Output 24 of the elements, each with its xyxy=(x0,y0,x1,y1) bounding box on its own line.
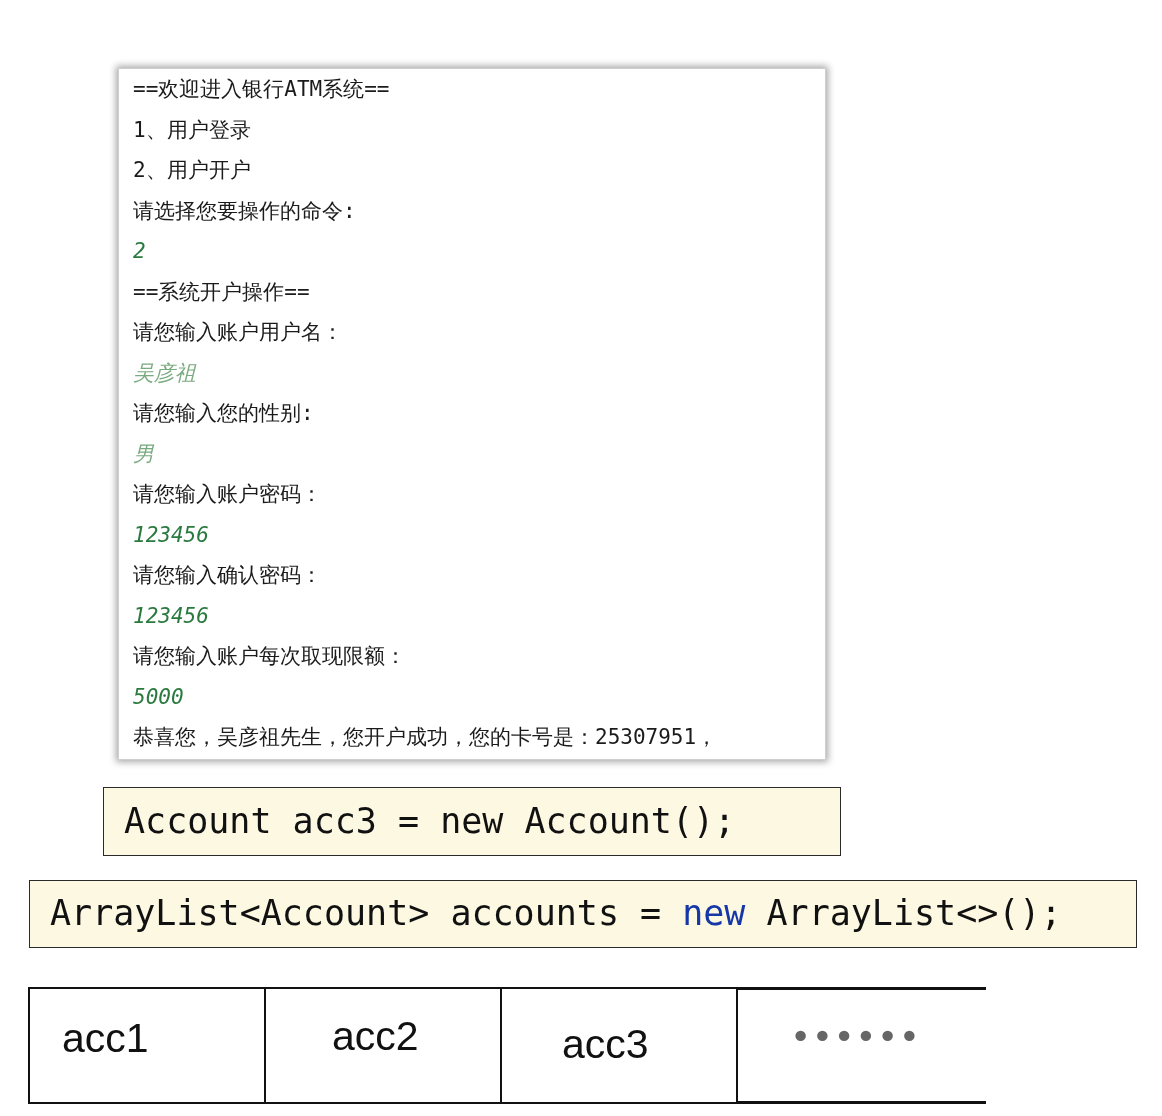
console-line: ==欢迎进入银行ATM系统== xyxy=(133,76,390,103)
user-input-text: 123456 xyxy=(133,521,209,549)
console-line: 请您输入您的性别: xyxy=(133,400,314,427)
console-line: 请您输入账户密码： xyxy=(133,481,322,508)
user-input-text: 5000 xyxy=(133,683,184,711)
console-window xyxy=(118,68,826,760)
code-snippet: Account acc3 = new Account(); xyxy=(103,787,841,856)
array-slot: •••••• xyxy=(736,987,986,1104)
user-input-text: 男 xyxy=(133,440,154,468)
console-line: 1、用户登录 xyxy=(133,116,251,144)
array-slot: acc1 xyxy=(28,987,264,1104)
console-line: 2、用户开户 xyxy=(133,157,251,184)
array-slot: acc3 xyxy=(500,987,736,1104)
user-input-text: 吴彦祖 xyxy=(133,359,196,387)
console-line: 恭喜您，吴彦祖先生，您开户成功，您的卡号是：25307951， xyxy=(133,724,718,751)
array-slot: acc2 xyxy=(264,987,500,1104)
user-input-text: 123456 xyxy=(133,602,209,630)
code-snippet: ArrayList<Account> accounts = new ArrayList<>(); xyxy=(29,880,1137,948)
console-line: 请您输入账户用户名： xyxy=(133,319,343,346)
console-line: 请选择您要操作的命令: xyxy=(133,197,356,225)
console-line: 请您输入确认密码： xyxy=(133,562,322,589)
console-line: 请您输入账户每次取现限额： xyxy=(133,643,406,670)
user-input-text: 2 xyxy=(133,238,146,265)
console-line: ==系统开户操作== xyxy=(133,278,310,306)
